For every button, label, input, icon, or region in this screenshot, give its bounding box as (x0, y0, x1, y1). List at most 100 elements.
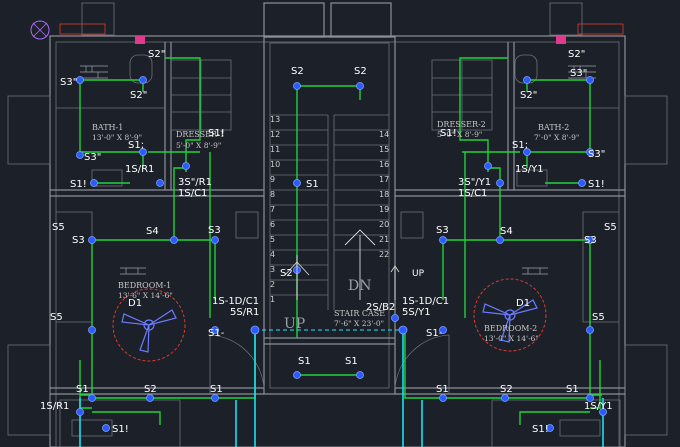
room-name-dresser-2: DRESSER-2 (437, 120, 486, 129)
svg-text:S3": S3" (84, 152, 101, 163)
room-name-bath-2: BATH-2 (538, 123, 569, 132)
step-numbers: 13 12 11 10 9 8 7 6 5 4 3 2 1 14 15 16 1… (270, 115, 389, 304)
svg-text:15: 15 (379, 145, 389, 154)
svg-text:2S/B2: 2S/B2 (366, 302, 395, 313)
svg-text:S2: S2 (354, 66, 367, 77)
svg-text:S3: S3 (436, 225, 449, 236)
svg-text:S5: S5 (50, 312, 63, 323)
svg-text:2: 2 (270, 280, 275, 289)
room-name-bedroom-1: BEDROOM-1 (118, 281, 171, 290)
svg-text:S3": S3" (570, 68, 587, 79)
svg-text:S1;: S1; (512, 140, 528, 151)
svg-text:S5: S5 (592, 312, 605, 323)
svg-text:S3": S3" (60, 77, 77, 88)
svg-text:1S/R1: 1S/R1 (40, 401, 69, 412)
svg-text:1S/Y1: 1S/Y1 (515, 164, 544, 175)
wiring-green (79, 57, 602, 425)
svg-text:S3: S3 (72, 235, 85, 246)
light-fixtures (76, 76, 607, 432)
svg-text:1S/Y1: 1S/Y1 (584, 401, 613, 412)
svg-text:13: 13 (270, 115, 280, 124)
svg-text:S1!: S1! (588, 179, 605, 190)
svg-text:S1!: S1! (208, 128, 225, 139)
room-size-bedroom-1: 13'-6" X 14'-6" (118, 291, 173, 300)
svg-text:14: 14 (379, 130, 389, 139)
room-name-staircase: STAIR CASE (334, 309, 385, 318)
room-size-dresser-1: 5'-0" X 8'-9" (176, 141, 221, 150)
svg-text:S1!: S1! (532, 424, 549, 435)
svg-text:S1: S1 (306, 179, 319, 190)
stair-arrows (284, 229, 400, 300)
svg-text:S1!: S1! (440, 128, 457, 139)
svg-text:S4: S4 (500, 226, 513, 237)
svg-text:S3": S3" (588, 149, 605, 160)
svg-text:S3: S3 (584, 235, 597, 246)
svg-text:12: 12 (270, 130, 280, 139)
svg-text:S2: S2 (500, 384, 513, 395)
stair-down-label: DN (348, 278, 371, 294)
svg-text:5S/Y1: 5S/Y1 (402, 307, 431, 318)
svg-text:S1: S1 (345, 356, 358, 367)
svg-text:S5: S5 (52, 222, 65, 233)
svg-text:S2: S2 (280, 268, 293, 279)
switch-labels-left: S2" S2" S3" S3" S1; S1! 1S/R1 S1! 3S"/R1… (40, 49, 259, 435)
svg-text:S2": S2" (148, 49, 165, 60)
svg-text:1S/C1: 1S/C1 (458, 188, 487, 199)
walls (7, 2, 668, 447)
svg-text:9: 9 (270, 175, 275, 184)
svg-text:1: 1 (270, 295, 275, 304)
svg-text:7: 7 (270, 205, 275, 214)
stair-treads-right (334, 114, 389, 251)
stair-treads-left (270, 114, 328, 296)
svg-text:1S-1D/C1: 1S-1D/C1 (212, 296, 259, 307)
meter-symbols (30, 20, 624, 44)
room-name-bedroom-2: BEDROOM-2 (484, 324, 537, 333)
svg-text:S2: S2 (144, 384, 157, 395)
svg-text:10: 10 (270, 160, 280, 169)
stair-up-small-label: UP (412, 269, 425, 279)
svg-text:8: 8 (270, 190, 275, 199)
svg-text:1S-1D/C1: 1S-1D/C1 (402, 296, 449, 307)
svg-text:S5: S5 (604, 222, 617, 233)
svg-text:3: 3 (270, 265, 275, 274)
switch-labels-right: S2" S2" S3" S3" S1; S1! 1S/Y1 S1! 3S"/Y1… (402, 49, 617, 435)
room-size-bedroom-2: 13'-0" X 14'-6" (484, 334, 539, 343)
svg-text:18: 18 (379, 190, 389, 199)
svg-text:S1-: S1- (208, 328, 225, 339)
svg-text:S2": S2" (130, 90, 147, 101)
svg-text:17: 17 (379, 175, 389, 184)
ceiling-fan-right (473, 278, 547, 352)
svg-text:1S/R1: 1S/R1 (125, 164, 154, 175)
risers-cyan (79, 329, 604, 447)
room-size-dresser-2: 5'-0" X 8'-9" (437, 130, 482, 139)
svg-text:S2: S2 (291, 66, 304, 77)
svg-text:S4: S4 (146, 226, 159, 237)
room-size-bath-2: 7'-0" X 8'-9" (534, 133, 579, 142)
svg-text:5S/R1: 5S/R1 (230, 307, 259, 318)
svg-text:D1: D1 (516, 298, 530, 309)
svg-text:S1: S1 (76, 384, 89, 395)
svg-text:S1: S1 (436, 384, 449, 395)
room-size-staircase: 7'-6" X 23'-0" (334, 319, 384, 328)
svg-text:19: 19 (379, 205, 389, 214)
svg-text:4: 4 (270, 250, 275, 259)
ceiling-fan-left (112, 288, 186, 362)
svg-text:S1: S1 (210, 384, 223, 395)
svg-text:11: 11 (270, 145, 280, 154)
room-name-dresser-1: DRESSER-1 (176, 130, 225, 139)
svg-text:3S"/Y1: 3S"/Y1 (458, 177, 491, 188)
room-name-bath-1: BATH-1 (92, 123, 123, 132)
svg-text:S2": S2" (568, 49, 585, 60)
stair-up-label: UP (284, 316, 305, 332)
switch-labels-stair: S2 S2 S1 S2 S1 S1 2S/B2 (280, 66, 395, 367)
svg-text:5: 5 (270, 235, 275, 244)
svg-text:S2": S2" (520, 90, 537, 101)
svg-text:3S"/R1: 3S"/R1 (178, 177, 212, 188)
svg-text:S1: S1 (566, 384, 579, 395)
svg-text:21: 21 (379, 235, 389, 244)
svg-text:S3: S3 (208, 225, 221, 236)
svg-text:S1!: S1! (70, 179, 87, 190)
svg-text:1S/C1: 1S/C1 (178, 188, 207, 199)
